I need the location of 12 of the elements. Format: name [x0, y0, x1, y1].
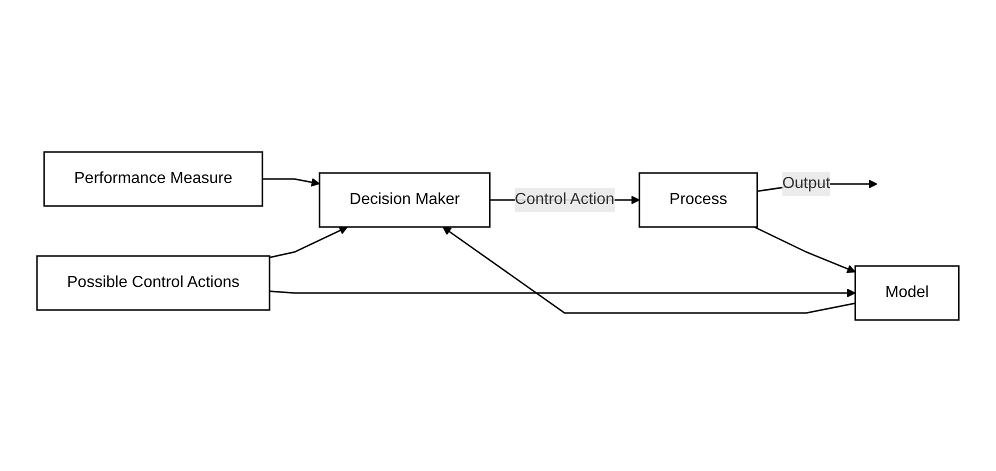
arrow	[269, 226, 348, 258]
node-box: Performance Measure	[43, 150, 264, 206]
edge-label: Output	[782, 174, 830, 192]
node-box: Possible Control Actions	[36, 254, 270, 310]
arrow	[442, 226, 856, 314]
node-box: Decision Maker	[318, 172, 491, 228]
node-box: Model	[854, 264, 960, 320]
arrow	[754, 226, 856, 273]
arrow	[270, 288, 856, 297]
node-box: Process	[638, 172, 758, 228]
arrow	[262, 177, 320, 186]
edge-label: Control Action	[514, 190, 614, 208]
